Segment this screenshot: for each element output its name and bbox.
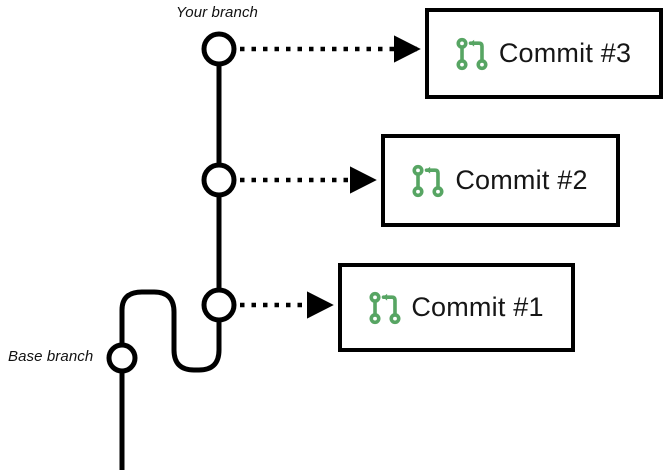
base-branch-label: Base branch [8, 348, 94, 365]
your-branch-node-middle[interactable] [201, 162, 237, 198]
your-branch-node-bottom[interactable] [201, 287, 237, 323]
base-branch-node[interactable] [106, 342, 138, 374]
commit-card-1[interactable]: Commit #1 [338, 263, 575, 352]
commit-card-3[interactable]: Commit #3 [425, 8, 663, 99]
your-branch-label: Your branch [176, 4, 258, 21]
base-branch-merge-curve [119, 289, 222, 373]
git-pull-request-icon [369, 291, 401, 324]
git-pull-request-icon [456, 37, 488, 70]
commit-label-3: Commit #3 [498, 38, 632, 68]
commit-card-2[interactable]: Commit #2 [381, 134, 620, 227]
git-pull-request-icon [412, 164, 444, 197]
commit-label-2: Commit #2 [455, 165, 588, 195]
commit-label-1: Commit #1 [411, 292, 544, 322]
your-branch-node-top[interactable] [201, 31, 237, 67]
